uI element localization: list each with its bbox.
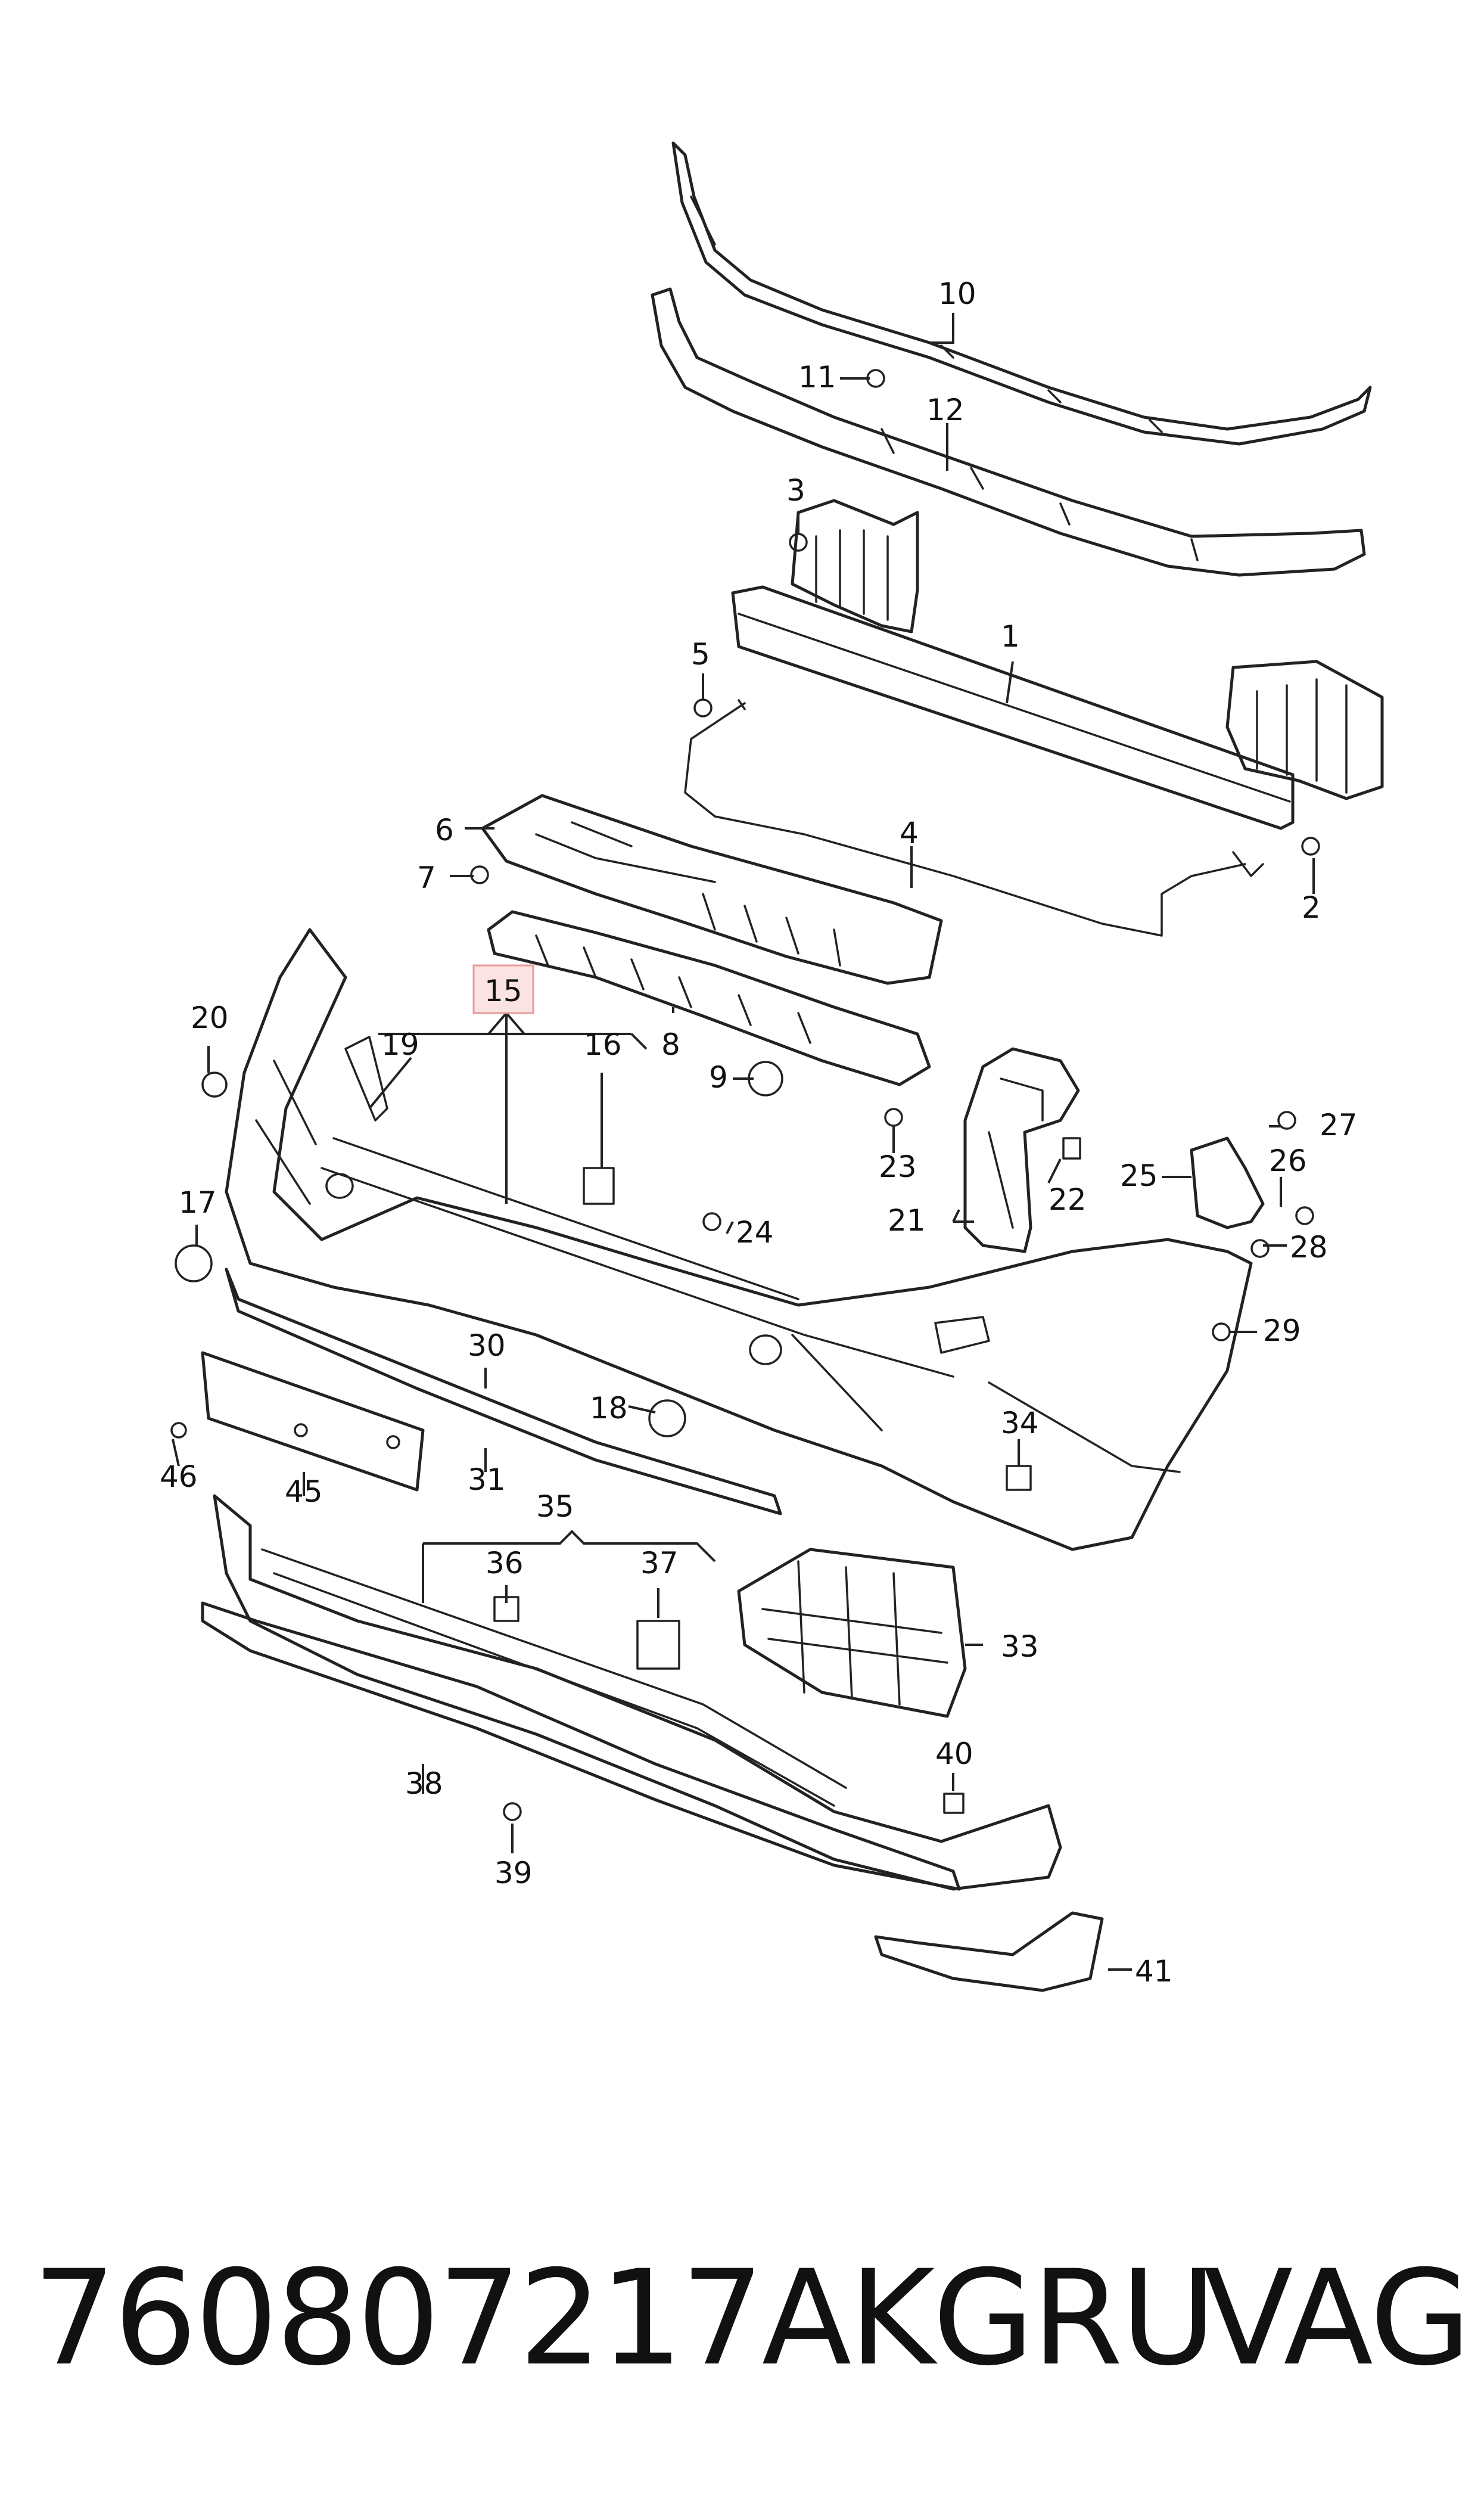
callout-2: 2 [1302, 890, 1321, 925]
part-25-bracket [1190, 1136, 1265, 1229]
part-6-energy-absorber [481, 794, 943, 985]
leader-lines [172, 313, 1315, 1971]
callout-21: 21 [888, 1203, 926, 1238]
callout-4: 4 [900, 816, 919, 850]
callout-6: 6 [435, 813, 454, 847]
part-10-upper-carrier [671, 141, 1372, 446]
callout-31: 31 [468, 1462, 506, 1497]
callout-12: 12 [926, 393, 965, 427]
part-12-carrier-strip [651, 287, 1366, 577]
callout-11: 11 [798, 360, 836, 395]
callout-labels: 10 11 12 3 1 5 6 4 7 2 15 20 19 16 8 9 2… [160, 277, 1358, 1989]
fasteners [170, 369, 1320, 1821]
callout-33: 33 [1001, 1629, 1039, 1664]
callout-24: 24 [736, 1215, 774, 1250]
part-31-molding [225, 1268, 782, 1515]
callout-17: 17 [179, 1185, 217, 1220]
callout-36: 36 [486, 1546, 524, 1580]
part-33-grille-insert [737, 1548, 967, 1718]
part-4-wire-bracket [684, 699, 1264, 937]
callout-15: 15 [484, 974, 522, 1008]
callout-19: 19 [381, 1027, 419, 1062]
callout-23: 23 [879, 1150, 917, 1184]
callout-40: 40 [935, 1737, 973, 1771]
callout-7: 7 [417, 861, 436, 895]
callout-3: 3 [786, 473, 805, 508]
callout-26: 26 [1269, 1144, 1307, 1178]
callout-34: 34 [1001, 1406, 1039, 1440]
callout-30: 30 [468, 1328, 506, 1363]
part-15-bumper-cover [225, 928, 1253, 1551]
callout-29: 29 [1263, 1313, 1301, 1348]
brand-name: VAG [1203, 2242, 1471, 2394]
callout-39: 39 [494, 1856, 533, 1890]
callout-35: 35 [536, 1489, 574, 1524]
callout-41: 41 [1135, 1954, 1173, 1989]
callout-22: 22 [1049, 1182, 1087, 1217]
part-1-bumper-beam [731, 499, 1384, 830]
callout-27: 27 [1320, 1108, 1358, 1142]
part-35-lower-grille [213, 1494, 1062, 1891]
callout-16: 16 [584, 1027, 622, 1062]
part-45-plate-bracket [201, 1351, 425, 1492]
highlight-box-15 [472, 964, 534, 1014]
callout-28: 28 [1290, 1230, 1328, 1265]
part-38-lower-lip [201, 1601, 961, 1891]
callout-1: 1 [1001, 619, 1020, 654]
callout-18: 18 [590, 1391, 628, 1425]
callout-25: 25 [1120, 1158, 1158, 1193]
callout-37: 37 [640, 1546, 679, 1580]
callout-10: 10 [938, 277, 976, 311]
callout-8: 8 [661, 1027, 680, 1062]
callout-45: 45 [285, 1474, 323, 1509]
callout-9: 9 [709, 1060, 728, 1095]
part-number: 760807217AKGRU [33, 2242, 1217, 2394]
part-21-side-bracket [963, 1047, 1080, 1253]
callout-38: 38 [405, 1766, 443, 1801]
part-8-lower-absorber [487, 910, 931, 1086]
callout-5: 5 [691, 637, 710, 672]
part-41-corner-trim [874, 1911, 1104, 1992]
callout-46: 46 [160, 1459, 198, 1494]
callout-20: 20 [191, 1001, 229, 1035]
